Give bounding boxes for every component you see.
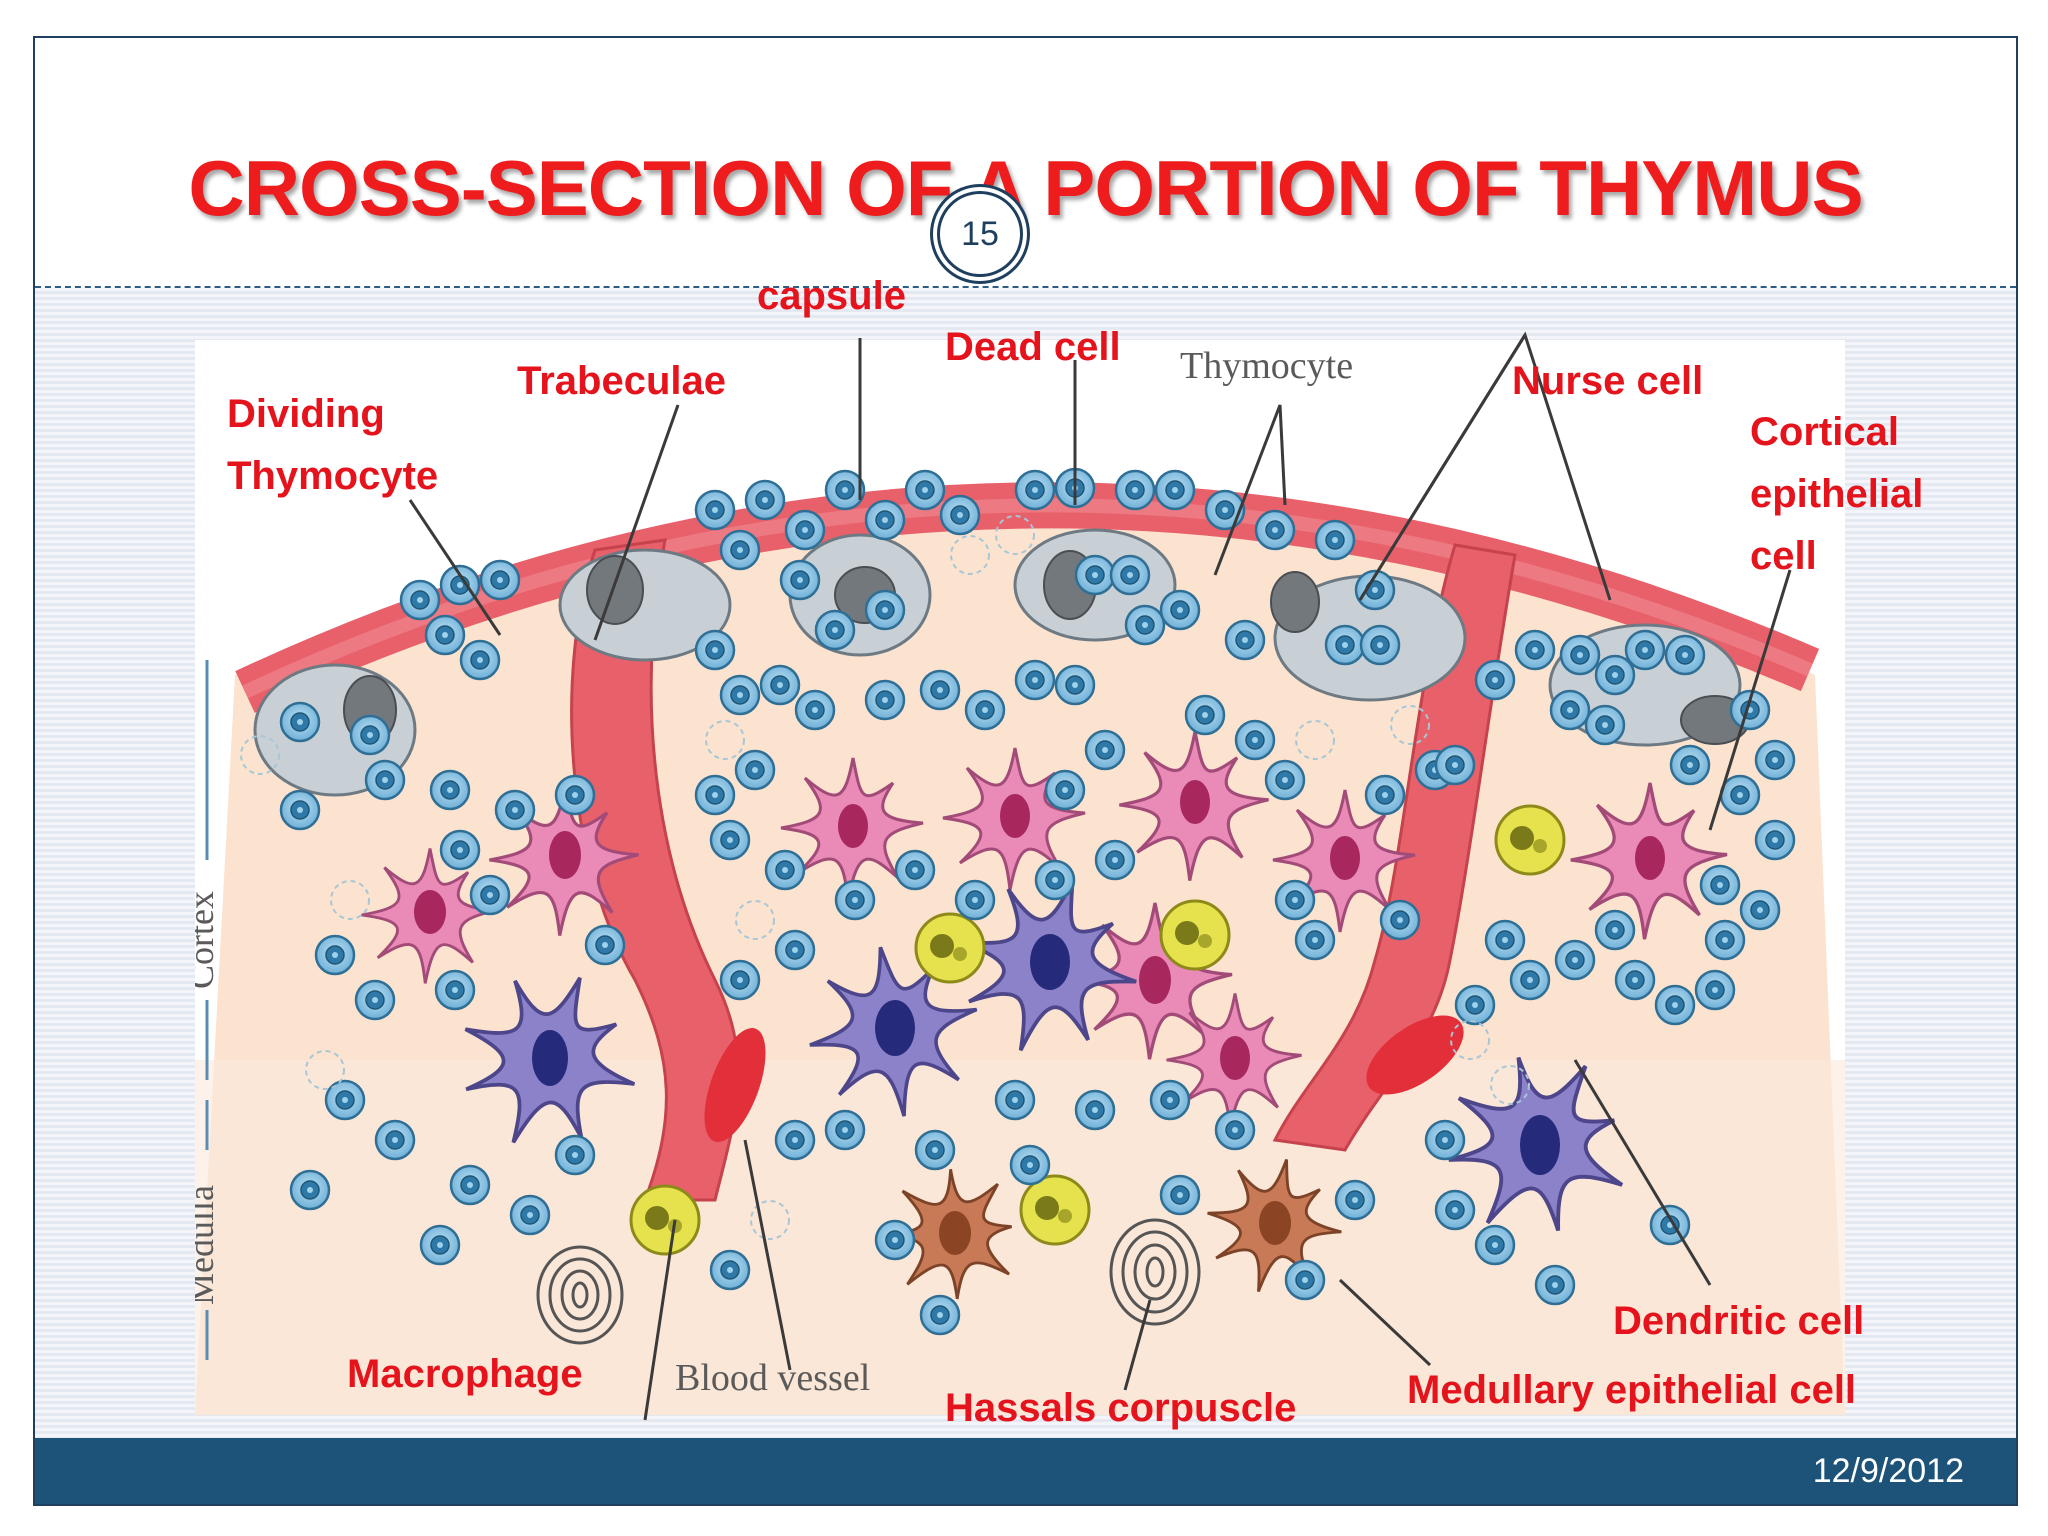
label-epithelial: epithelial [1750,472,1924,516]
slide-title: CROSS-SECTION OF A PORTION OF THYMUS [188,144,1863,232]
label-trabeculae: Trabeculae [517,359,727,403]
hassals-corpuscles [536,1218,1201,1345]
label-dividing: Dividing [227,392,385,436]
label-thymocyte: Thymocyte [227,454,439,498]
label-dendritic-cell: Dendritic cell [1613,1299,1865,1343]
footer-bar [35,1438,2016,1504]
label-medullary-epithelial-cell: Medullary epithelial cell [1407,1368,1857,1412]
label-dead-cell: Dead cell [945,325,1121,369]
label-cortical: Cortical [1750,410,1899,454]
blood-vessel-figure-label: Blood vessel [675,1357,870,1399]
footer-date: 12/9/2012 [1812,1452,1964,1490]
label-hassals-corpuscle: Hassals corpuscle [945,1386,1297,1430]
thymus-diagram: Thymocyte Blood vessel Cortex Medulla [181,340,1845,1415]
label-capsule: capsule [757,274,906,318]
thymocyte-figure-label: Thymocyte [1180,345,1353,387]
label-macrophage: Macrophage [347,1352,583,1396]
page-number-badge: 15 [937,191,1023,277]
blood-vessel [1366,1015,1464,1095]
cortex-figure-label: Cortex [195,891,221,989]
label-cell: cell [1750,534,1817,578]
header-divider [35,286,2016,288]
label-nurse-cell: Nurse cell [1512,359,1704,403]
trabecula-right [1272,543,1517,1152]
thymus-illustration: Thymocyte Blood vessel Cortex Medulla [181,345,1845,1415]
blood-vessel [704,1028,766,1142]
medulla-figure-label: Medulla [195,1185,221,1305]
